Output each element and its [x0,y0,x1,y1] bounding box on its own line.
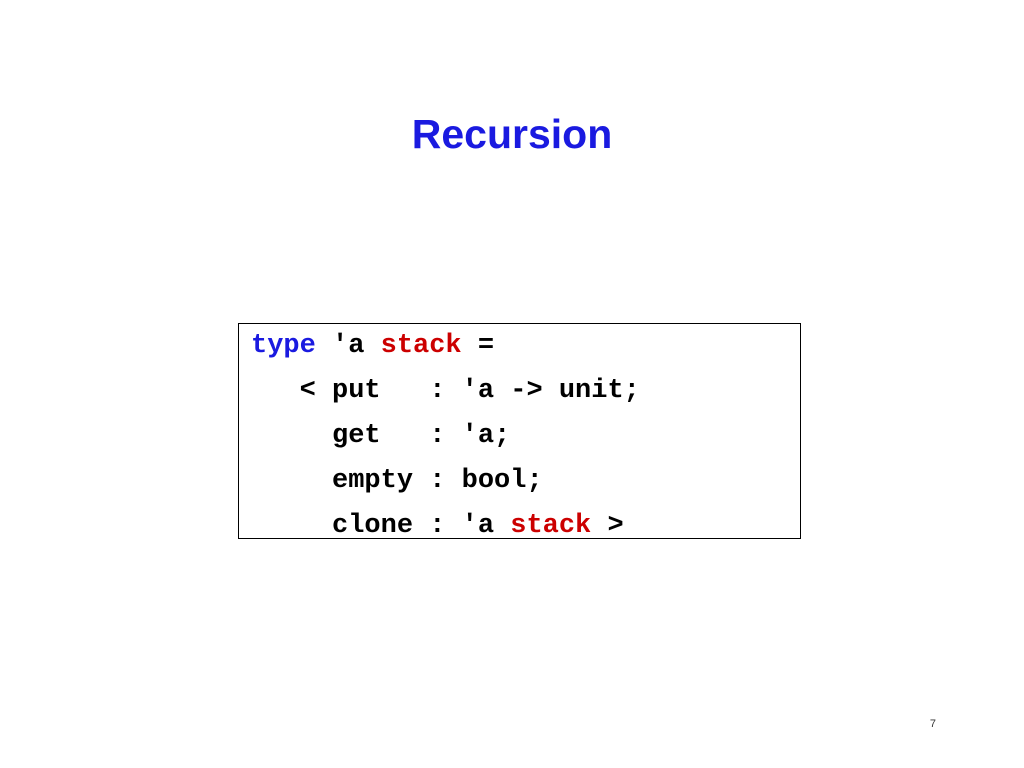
code-line-5: clone : 'a stack > [251,511,624,541]
equals-sign: = [461,331,495,361]
type-name-stack: stack [380,331,462,361]
code-line-4: empty : bool; [251,466,543,496]
closing-bracket: > [591,511,624,541]
page-number: 7 [929,718,936,730]
code-block: type 'a stack = < put : 'a -> unit; get … [238,323,801,541]
type-name-stack-return: stack [510,511,592,541]
keyword-type: type [251,331,316,361]
code-line-3: get : 'a; [251,421,511,451]
slide-title: Recursion [411,111,613,157]
code-text: type 'a stack = < put : 'a -> unit; get … [251,324,640,549]
clone-method: clone : 'a [251,511,511,541]
code-line-1: type 'a stack = [251,331,494,361]
code-line-2: < put : 'a -> unit; [251,376,640,406]
type-param: 'a [315,331,381,361]
